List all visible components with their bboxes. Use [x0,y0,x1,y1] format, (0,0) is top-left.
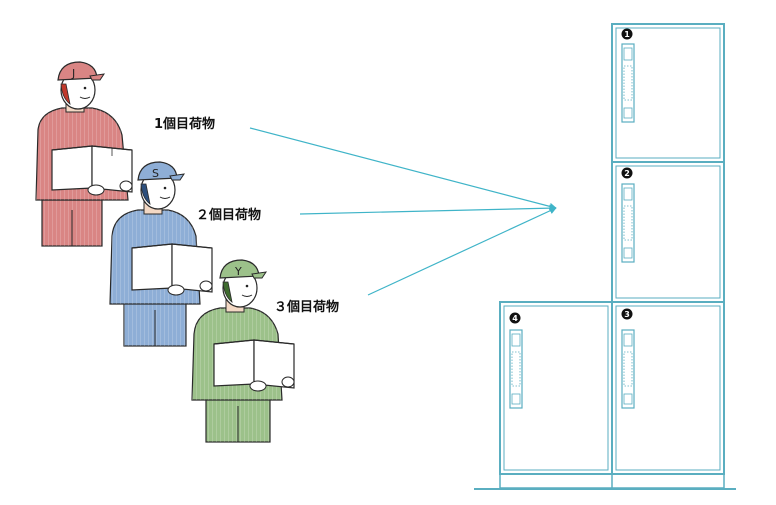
courier-j: J [35,61,133,247]
svg-text:2: 2 [624,169,630,178]
keypad-panel [509,329,523,409]
locker-2 [621,183,635,263]
courier-s: S [109,161,213,347]
arrow-package-1 [249,127,557,210]
cap-letter-y: Y [234,265,242,278]
svg-text:4: 4 [512,314,518,323]
keypad-panel [621,183,635,263]
locker-badge-3: 3 [621,308,633,320]
locker-unit [474,23,736,490]
package-box-3 [213,339,295,389]
courier-y: Y [191,259,295,443]
arrow-package-3 [367,207,557,296]
locker-badge-4: 4 [509,312,521,324]
label-package-3: ３個目荷物 [274,299,339,315]
keypad-panel [621,329,635,409]
locker-1 [621,43,635,123]
label-package-2: ２個目荷物 [196,207,261,223]
locker-4 [509,329,523,409]
locker-badge-1: 1 [621,28,633,40]
locker-badge-2: 2 [621,167,633,179]
cap-letter-j: J [71,67,75,80]
locker-3 [621,329,635,409]
svg-text:3: 3 [624,310,630,319]
label-package-1: 1個目荷物 [154,116,215,132]
cap-letter-s: S [152,167,159,180]
keypad-panel [621,43,635,123]
arrow-package-2 [299,204,557,215]
svg-text:1: 1 [624,30,630,39]
